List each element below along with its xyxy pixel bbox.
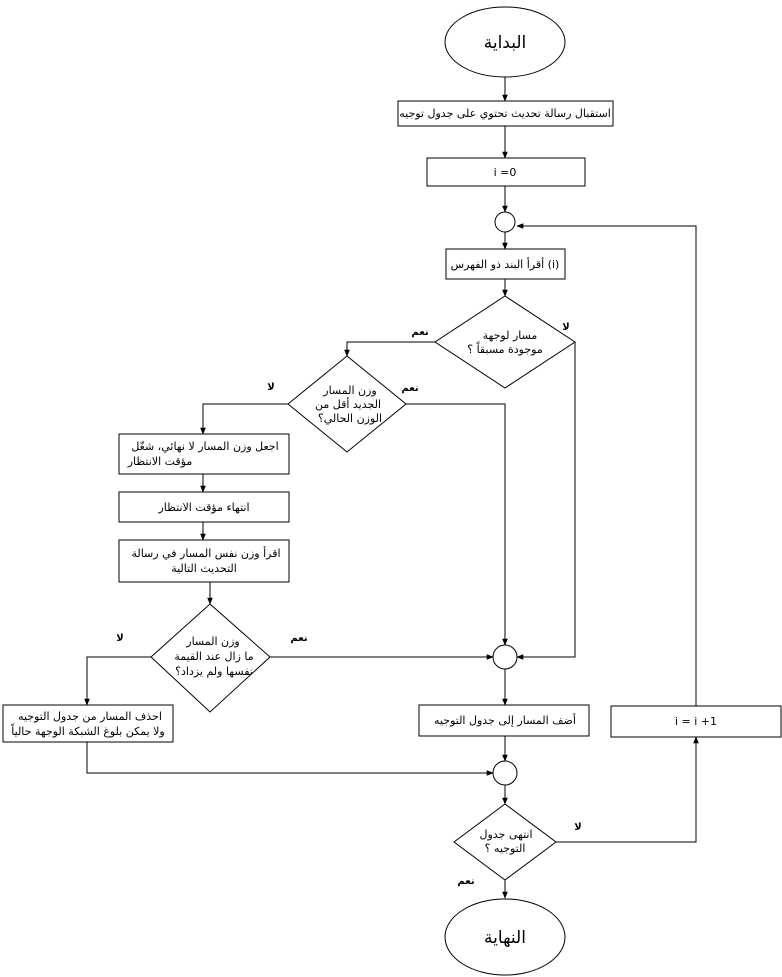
edge-done-no (556, 736, 699, 843)
weight-same-line-2: ما زال عند القيمة (174, 650, 253, 663)
edge-same-no (84, 656, 151, 706)
merge-junction-lower (492, 760, 518, 786)
end-label: النهاية (484, 928, 526, 948)
delete-route-node: احذف المسار من جدول التوجيه ولا يمكن بلو… (2, 704, 174, 743)
edge-less-no (200, 403, 288, 435)
edge-exists-no (516, 342, 576, 660)
edge-exists-yes (344, 341, 445, 357)
add-route-node: أضف المسار إلى جدول التوجيه (418, 704, 590, 737)
set-infinite-line-2: مؤقت الانتظار (127, 455, 193, 468)
increment-label: i = i +1 (675, 715, 717, 728)
increment-node: i = i +1 (610, 705, 782, 738)
timer-end-node: انتهاء مؤقت الانتظار (118, 491, 290, 523)
add-route-label: أضف المسار إلى جدول التوجيه (434, 713, 576, 727)
weight-less-yes-label: نعم (401, 383, 418, 394)
read-item-node: أقرأ البند ذو الفهرس (i) (445, 248, 566, 280)
weight-less-line-2: الجديد أقل من (315, 397, 381, 411)
edge-increment-to-junction (516, 223, 697, 706)
read-same-weight-line-1: اقرأ وزن نفس المسار في رسالة (131, 546, 280, 560)
delete-route-line-1: احذف المسار من جدول التوجيه (18, 710, 162, 723)
weight-same-no-label: لا (116, 633, 123, 644)
edge-less-yes (406, 403, 508, 646)
edge-delete-to-junction (86, 742, 494, 776)
merge-junction-upper (492, 644, 518, 670)
weight-less-decision: وزن المسار الجديد أقل من الوزن الحالي؟ (287, 355, 407, 453)
delete-route-line-2: ولا يمكن بلوغ الشبكة الوجهة حالياً (11, 723, 165, 738)
weight-same-line-3: نفسها ولم يزداد؟ (175, 665, 253, 678)
table-done-line-2: التوجيه ؟ (485, 842, 526, 855)
receive-update-label: استقبال رسالة تحديث تحتوي على جدول توجيه (399, 107, 611, 120)
table-done-line-1: انتهى جدول (479, 828, 532, 841)
edges (84, 77, 699, 899)
weight-same-decision: وزن المسار ما زال عند القيمة نفسها ولم ي… (150, 603, 271, 713)
read-same-weight-node: اقرأ وزن نفس المسار في رسالة التحديث الت… (118, 539, 290, 583)
route-exists-decision: مسار لوجهة موجودة مسبقاً ؟ (434, 295, 576, 389)
end-node: النهاية (444, 898, 566, 976)
read-item-label: أقرأ البند ذو الفهرس (i) (451, 257, 560, 271)
weight-less-no-label: لا (267, 382, 274, 393)
weight-same-line-1: وزن المسار (185, 635, 239, 648)
route-exists-line-1: مسار لوجهة (483, 329, 538, 342)
route-exists-no-label: لا (562, 322, 569, 333)
receive-update-node: استقبال رسالة تحديث تحتوي على جدول توجيه (397, 100, 614, 127)
init-index-node: i =0 (426, 157, 586, 187)
route-exists-line-2: موجودة مسبقاً ؟ (467, 341, 543, 356)
start-label: البداية (484, 33, 527, 53)
start-node: البداية (444, 6, 566, 78)
timer-end-label: انتهاء مؤقت الانتظار (157, 501, 249, 514)
set-infinite-node: اجعل وزن المسار لا نهائي، شغّل مؤقت الان… (118, 433, 290, 475)
table-done-yes-label: نعم (457, 876, 474, 887)
init-index-label: i =0 (494, 166, 517, 179)
table-done-no-label: لا (574, 822, 581, 833)
weight-same-yes-label: نعم (290, 633, 307, 644)
weight-less-line-3: الوزن الحالي؟ (318, 412, 382, 425)
loop-junction (494, 211, 516, 233)
set-infinite-line-1: اجعل وزن المسار لا نهائي، شغّل (131, 440, 278, 453)
table-done-decision: انتهى جدول التوجيه ؟ (453, 803, 557, 881)
weight-less-line-1: وزن المسار (322, 384, 376, 397)
read-same-weight-line-2: التحديث التالية (171, 562, 237, 575)
route-exists-yes-label: نعم (411, 327, 428, 338)
